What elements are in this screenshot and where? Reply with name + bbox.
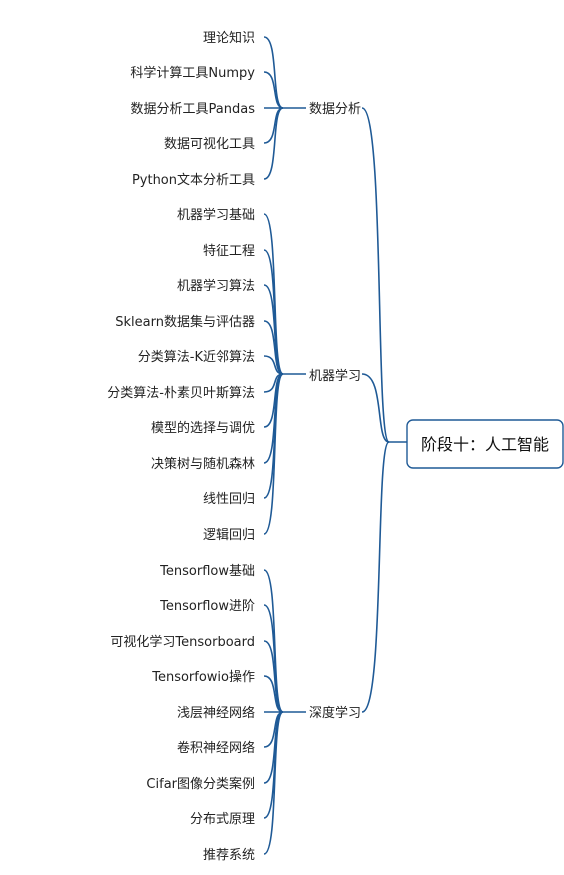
leaf-label: 推荐系统 [203, 848, 255, 863]
leaf-label: Tensorflow进阶 [159, 599, 255, 614]
leaf-connector [263, 675, 284, 713]
leaf-label: 可视化学习Tensorboard [110, 634, 255, 650]
leaf-label: 线性回归 [203, 492, 255, 507]
leaf-connector [263, 373, 284, 428]
leaf-label: 数据分析工具Pandas [131, 102, 256, 117]
root-connector [361, 441, 390, 713]
root-node-label: 阶段十：人工智能 [421, 435, 549, 454]
leaf-label: Tensorfowio操作 [151, 669, 255, 685]
leaf-label: 分类算法-朴素贝叶斯算法 [107, 386, 255, 401]
branch-label-machine-learning: 机器学习 [309, 368, 361, 384]
leaf-label: 逻辑回归 [203, 528, 255, 543]
branch-label-deep-learning: 深度学习 [309, 705, 361, 721]
root-node: 阶段十：人工智能 [406, 419, 564, 469]
leaf-label: 特征工程 [203, 244, 255, 259]
leaf-label: 分类算法-K近邻算法 [138, 350, 255, 365]
leaf-connector [263, 711, 284, 855]
leaf-connector [263, 355, 284, 375]
leaf-label: 科学计算工具Numpy [130, 65, 255, 81]
leaf-label: 机器学习算法 [177, 278, 255, 294]
leaf-connector [263, 373, 284, 535]
leaf-label: 理论知识 [203, 30, 255, 46]
leaf-label: Python文本分析工具 [132, 173, 255, 188]
root-connector [361, 373, 390, 443]
leaf-label: 决策树与随机森林 [151, 456, 255, 472]
leaf-label: 模型的选择与调优 [151, 420, 255, 436]
leaf-label: 浅层神经网络 [177, 705, 255, 721]
leaf-connector [263, 107, 284, 180]
leaf-label: 机器学习基础 [177, 207, 255, 223]
leaf-connector [263, 284, 284, 375]
leaf-label: Tensorflow基础 [159, 564, 255, 579]
connectors [263, 36, 407, 855]
branch-label-data-analysis: 数据分析 [309, 102, 361, 117]
leaf-label: Sklearn数据集与评估器 [115, 314, 255, 330]
leaf-label: 分布式原理 [190, 812, 255, 827]
leaf-connector [263, 71, 284, 109]
leaf-connector [263, 107, 284, 144]
root-connector [361, 107, 390, 443]
leaf-label: Cifar图像分类案例 [146, 777, 255, 792]
leaf-connector [263, 320, 284, 375]
root-node-box [406, 419, 564, 469]
leaf-label: 卷积神经网络 [177, 740, 255, 756]
leaf-label: 数据可视化工具 [164, 137, 255, 152]
